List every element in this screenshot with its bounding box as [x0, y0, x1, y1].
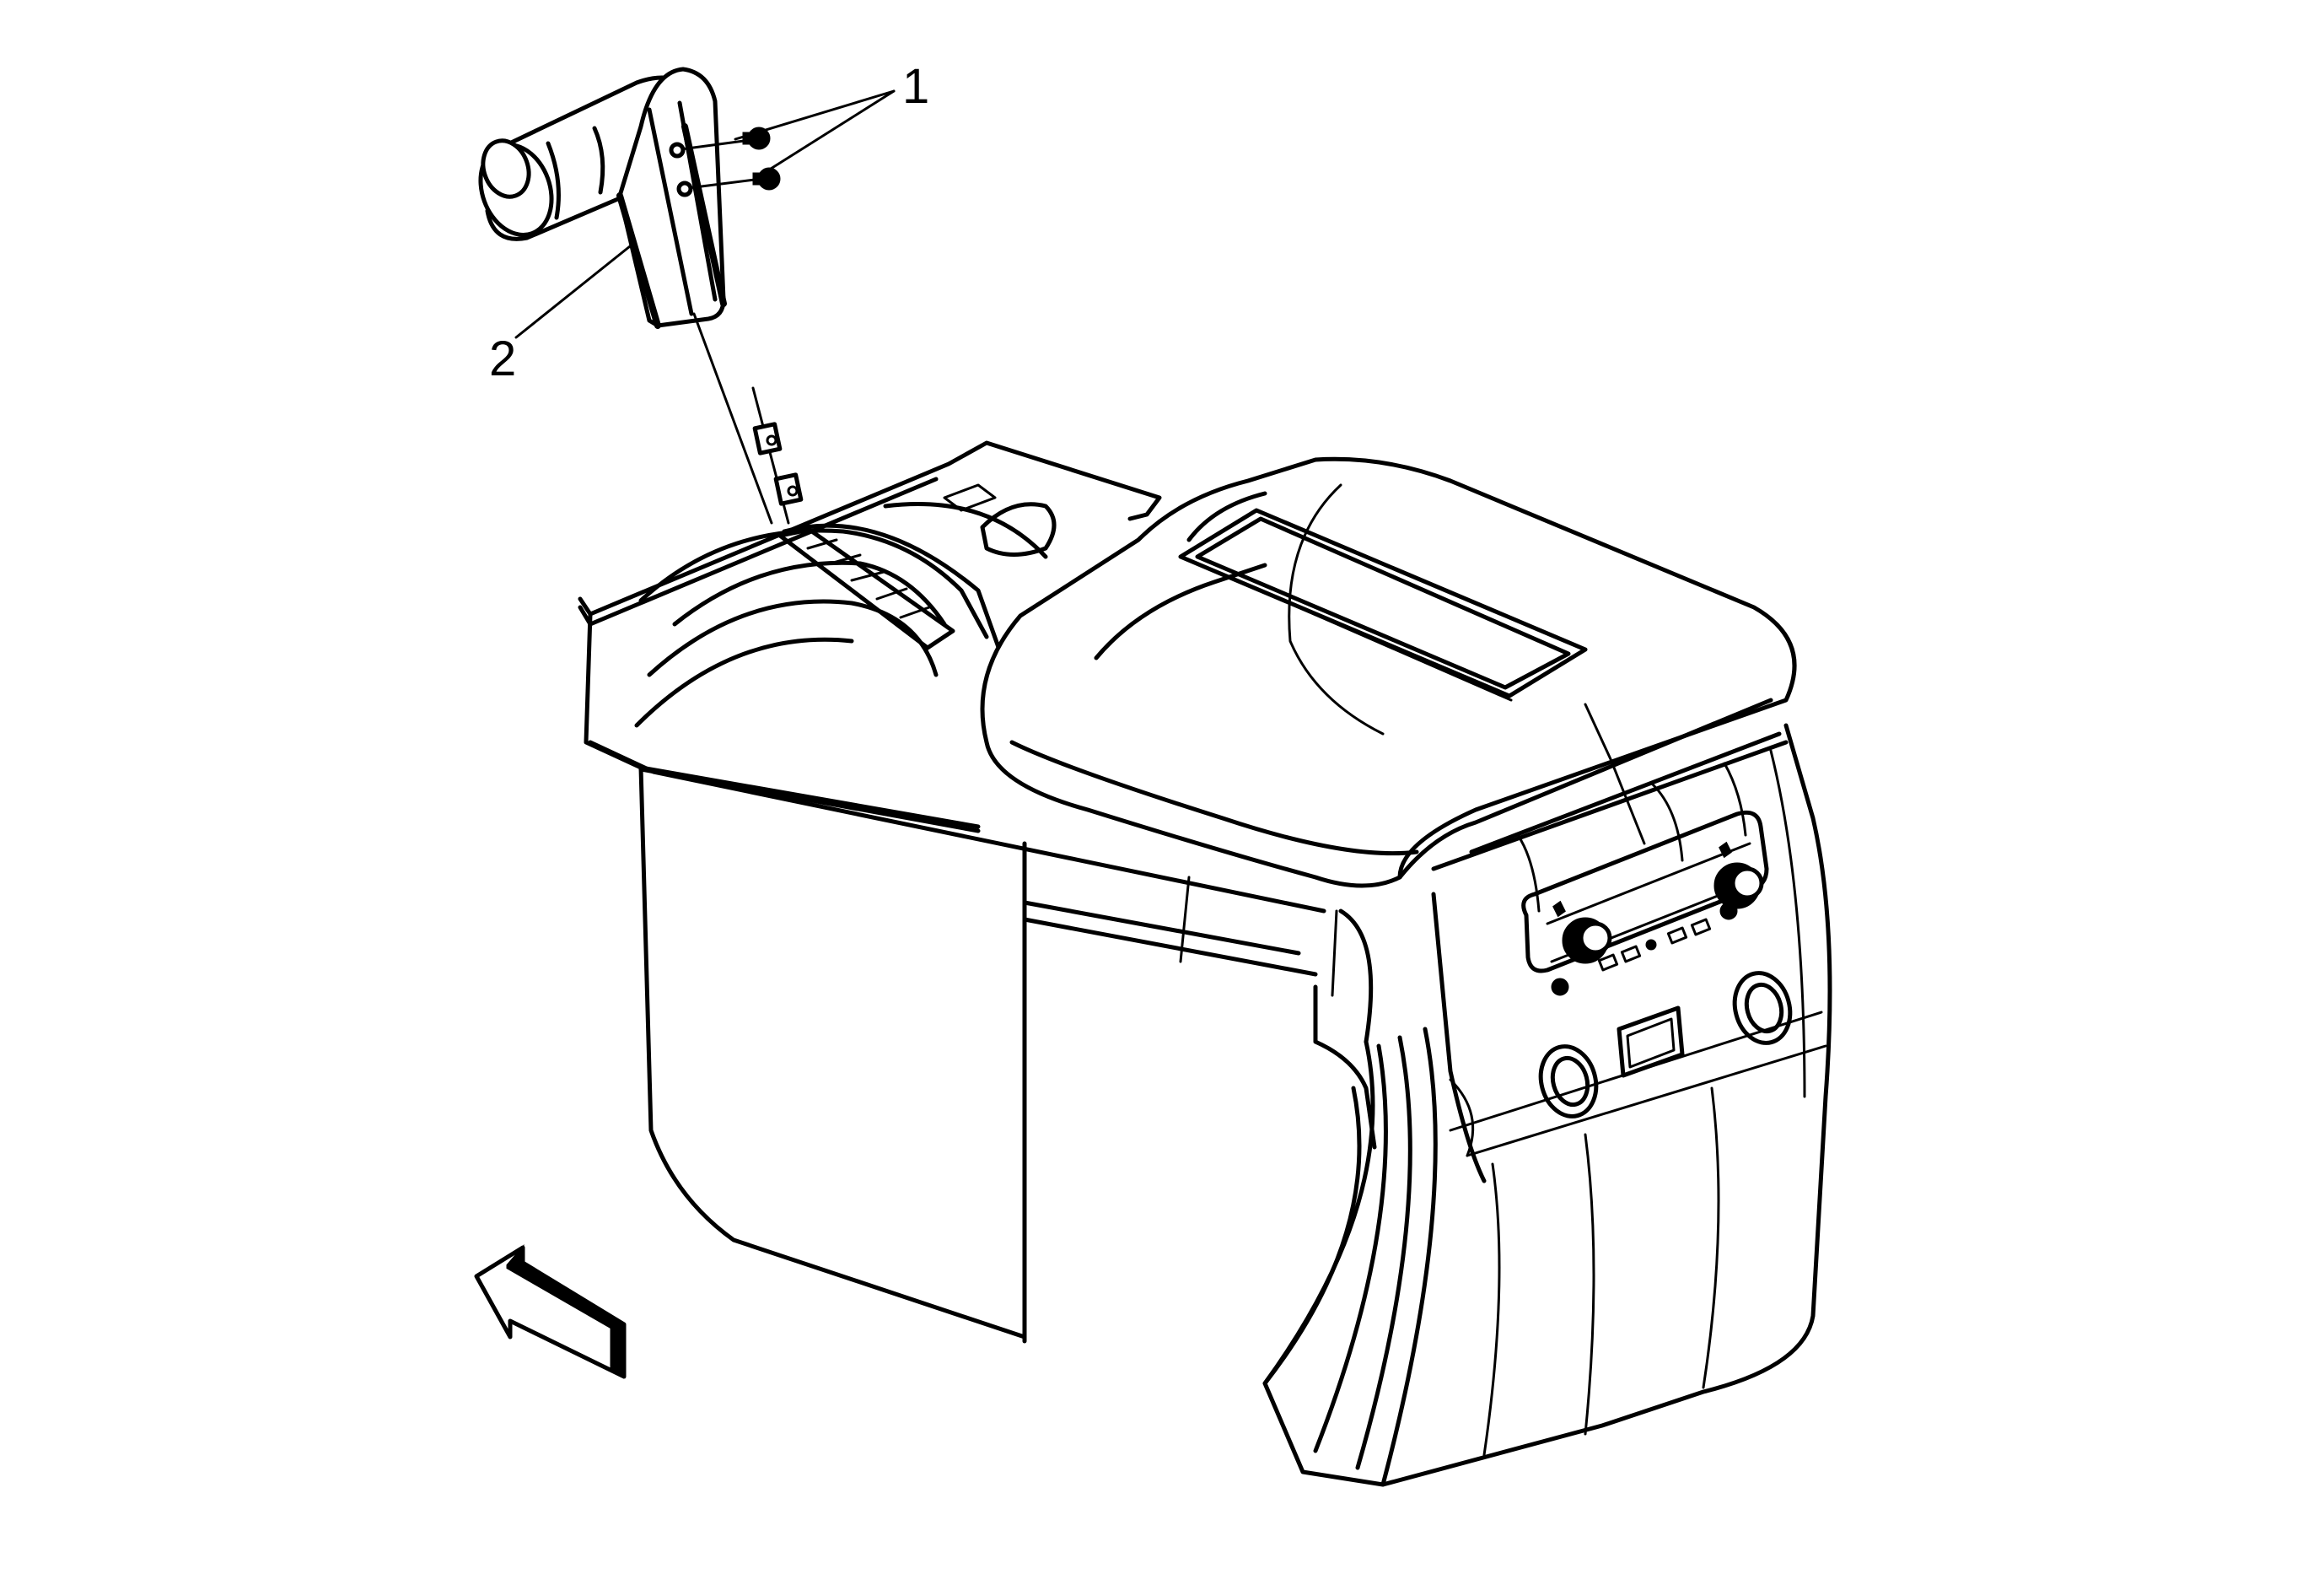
- right-power-outlet-icon: [1732, 971, 1793, 1045]
- shift-lever-shaft: [692, 312, 804, 525]
- callout-1: 1: [734, 59, 929, 181]
- left-temperature-knob: [1562, 917, 1612, 964]
- front-of-vehicle-arrow-icon: [474, 1243, 627, 1379]
- handle-screws: [669, 127, 781, 197]
- left-power-outlet-icon: [1538, 1044, 1599, 1119]
- storage-bin-opening: [1178, 508, 1588, 702]
- right-temperature-knob: [1713, 862, 1764, 909]
- screw-icon: [742, 127, 771, 150]
- callout-2-label: 2: [489, 332, 516, 386]
- cup-holder: [943, 483, 1057, 557]
- center-display: [1617, 1005, 1685, 1078]
- gear-indicator-segments: [777, 527, 955, 650]
- seat-icon: [1719, 841, 1732, 859]
- panel-buttons: [1551, 902, 1738, 996]
- seat-icon: [1552, 900, 1566, 918]
- callout-1-label: 1: [902, 59, 929, 114]
- rear-power-outlets: [1538, 971, 1793, 1119]
- shift-indicator-bezel: [634, 483, 1057, 728]
- shift-lever-handle: [478, 67, 727, 329]
- screw-icon: [752, 167, 781, 191]
- callout-2: 2: [489, 238, 640, 386]
- rear-climate-control-panel: [1521, 810, 1769, 996]
- armrest-lid: [980, 456, 1797, 888]
